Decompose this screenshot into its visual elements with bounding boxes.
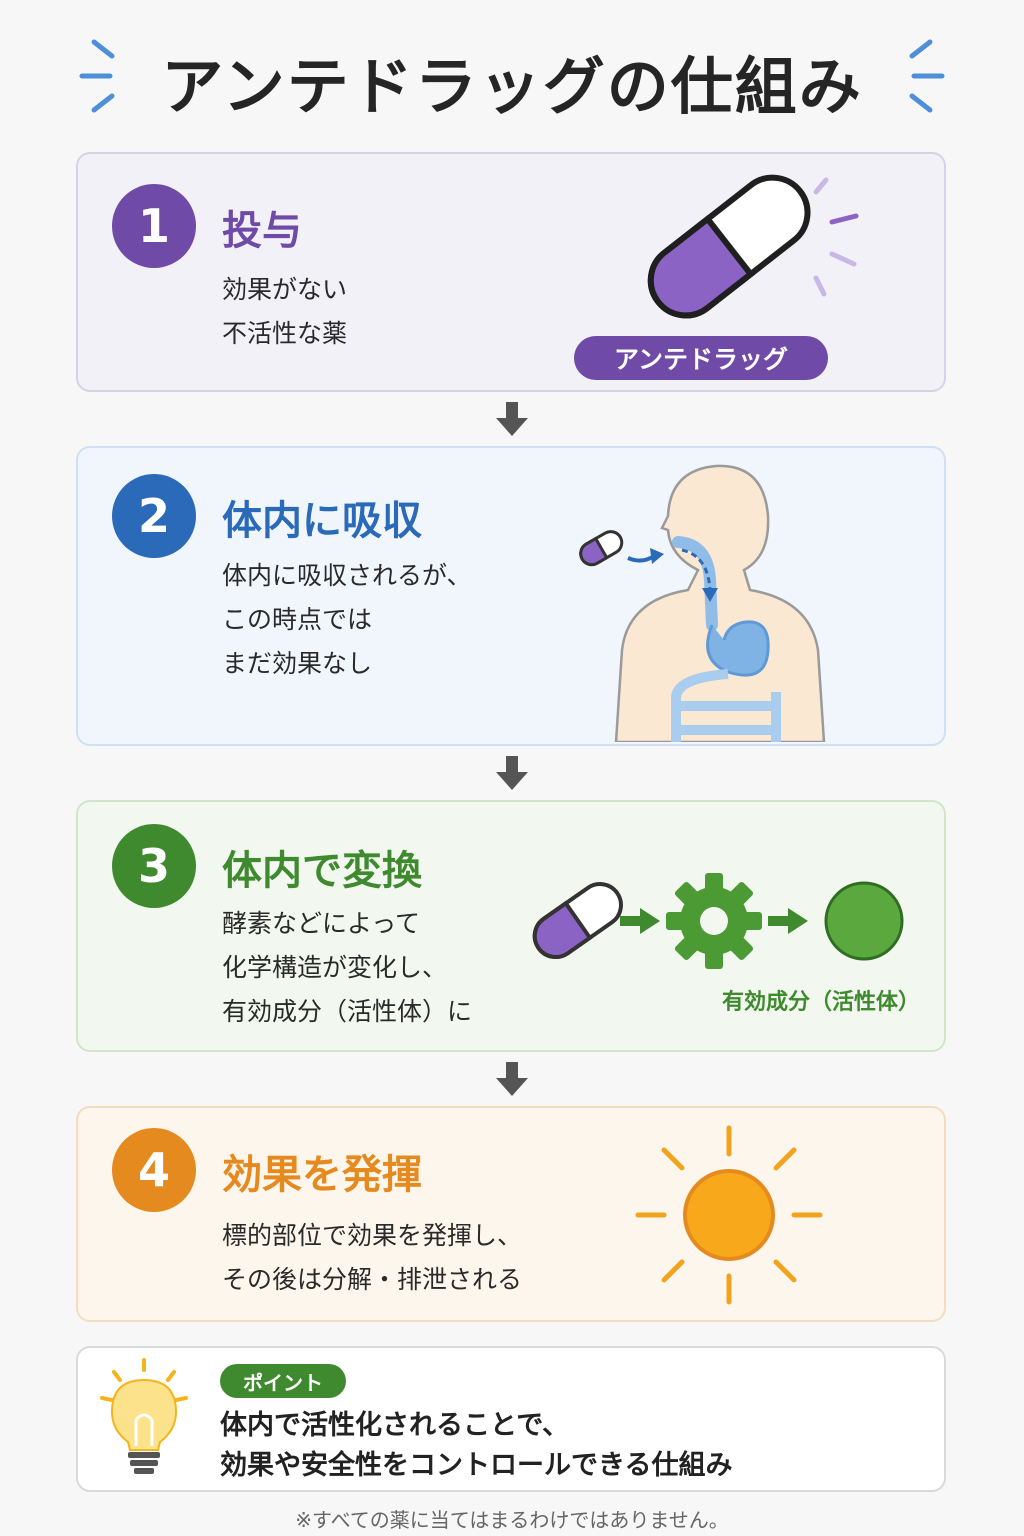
step-1-card: 1 投与 効果がない 不活性な薬 アンテドラッグ	[76, 152, 946, 392]
step-4-number: 4	[112, 1128, 196, 1212]
capsule-icon	[647, 174, 859, 319]
step-4-desc-line: 標的部位で効果を発揮し、	[222, 1221, 523, 1250]
step-2-title: 体内に吸収	[222, 498, 422, 544]
sparkle-left-icon	[79, 39, 115, 113]
point-badge: ポイント	[220, 1364, 346, 1398]
step-2-description: 体内に吸収されるが、 この時点では まだ効果なし	[222, 554, 472, 686]
step-1-title: 投与	[222, 208, 302, 254]
step-3-desc-line: 酵素などによって	[222, 909, 421, 938]
step-4-card: 4 効果を発揮 標的部位で効果を発揮し、 その後は分解・排泄される	[76, 1106, 946, 1322]
human-body-icon	[579, 464, 826, 742]
down-arrow-icon	[496, 756, 528, 790]
step-2-desc-line: この時点では	[222, 605, 373, 634]
title-area: アンテドラッグの仕組み	[0, 28, 1024, 128]
step-2-desc-line: まだ効果なし	[222, 649, 373, 678]
step-3-desc-line: 化学構造が変化し、	[222, 953, 448, 982]
step-4-desc-line: その後は分解・排泄される	[222, 1265, 523, 1294]
step-2-number: 2	[112, 474, 196, 558]
step-1-desc-line: 不活性な薬	[222, 319, 348, 348]
step-4-title: 効果を発揮	[222, 1152, 422, 1198]
point-line: 効果や安全性をコントロールできる仕組み	[220, 1450, 733, 1481]
step-3-card: 3 体内で変換 酵素などによって 化学構造が変化し、 有効成分（活性体）に	[76, 800, 946, 1052]
right-arrow-icon	[620, 908, 660, 934]
step-1-number: 1	[112, 184, 196, 268]
active-form-label: 有効成分（活性体）	[722, 990, 921, 1015]
point-text: 体内で活性化されることで、 効果や安全性をコントロールできる仕組み	[220, 1406, 732, 1486]
step-3-desc-line: 有効成分（活性体）に	[222, 997, 473, 1026]
step-1-description: 効果がない 不活性な薬	[222, 268, 347, 356]
step-3-description: 酵素などによって 化学構造が変化し、 有効成分（活性体）に	[222, 902, 472, 1034]
page-title: アンテドラッグの仕組み	[161, 50, 863, 123]
step-2-desc-line: 体内に吸収されるが、	[222, 561, 472, 590]
lightbulb-icon	[100, 1358, 188, 1474]
step-3-title: 体内で変換	[222, 848, 422, 894]
step-2-card: 2 体内に吸収 体内に吸収されるが、 この時点では まだ効果なし	[76, 446, 946, 746]
point-line: 体内で活性化されることで、	[220, 1410, 570, 1441]
gear-icon	[666, 873, 762, 969]
antedrug-label: アンテドラッグ	[574, 336, 828, 380]
step-4-description: 標的部位で効果を発揮し、 その後は分解・排泄される	[222, 1214, 522, 1302]
point-card: ポイント 体内で活性化されることで、 効果や安全性をコントロールできる仕組み	[76, 1346, 946, 1492]
down-arrow-icon	[496, 1062, 528, 1096]
conversion-diagram	[532, 873, 904, 969]
down-arrow-icon	[496, 402, 528, 436]
inactive-capsule-icon	[532, 882, 623, 960]
right-arrow-icon	[768, 908, 808, 934]
step-3-number: 3	[112, 824, 196, 908]
step-1-desc-line: 効果がない	[222, 275, 348, 304]
footnote: ※すべての薬に当てはまるわけではありません。	[295, 1508, 729, 1532]
sun-icon	[635, 1125, 823, 1305]
active-form-icon	[824, 881, 904, 961]
sparkle-right-icon	[909, 39, 945, 113]
